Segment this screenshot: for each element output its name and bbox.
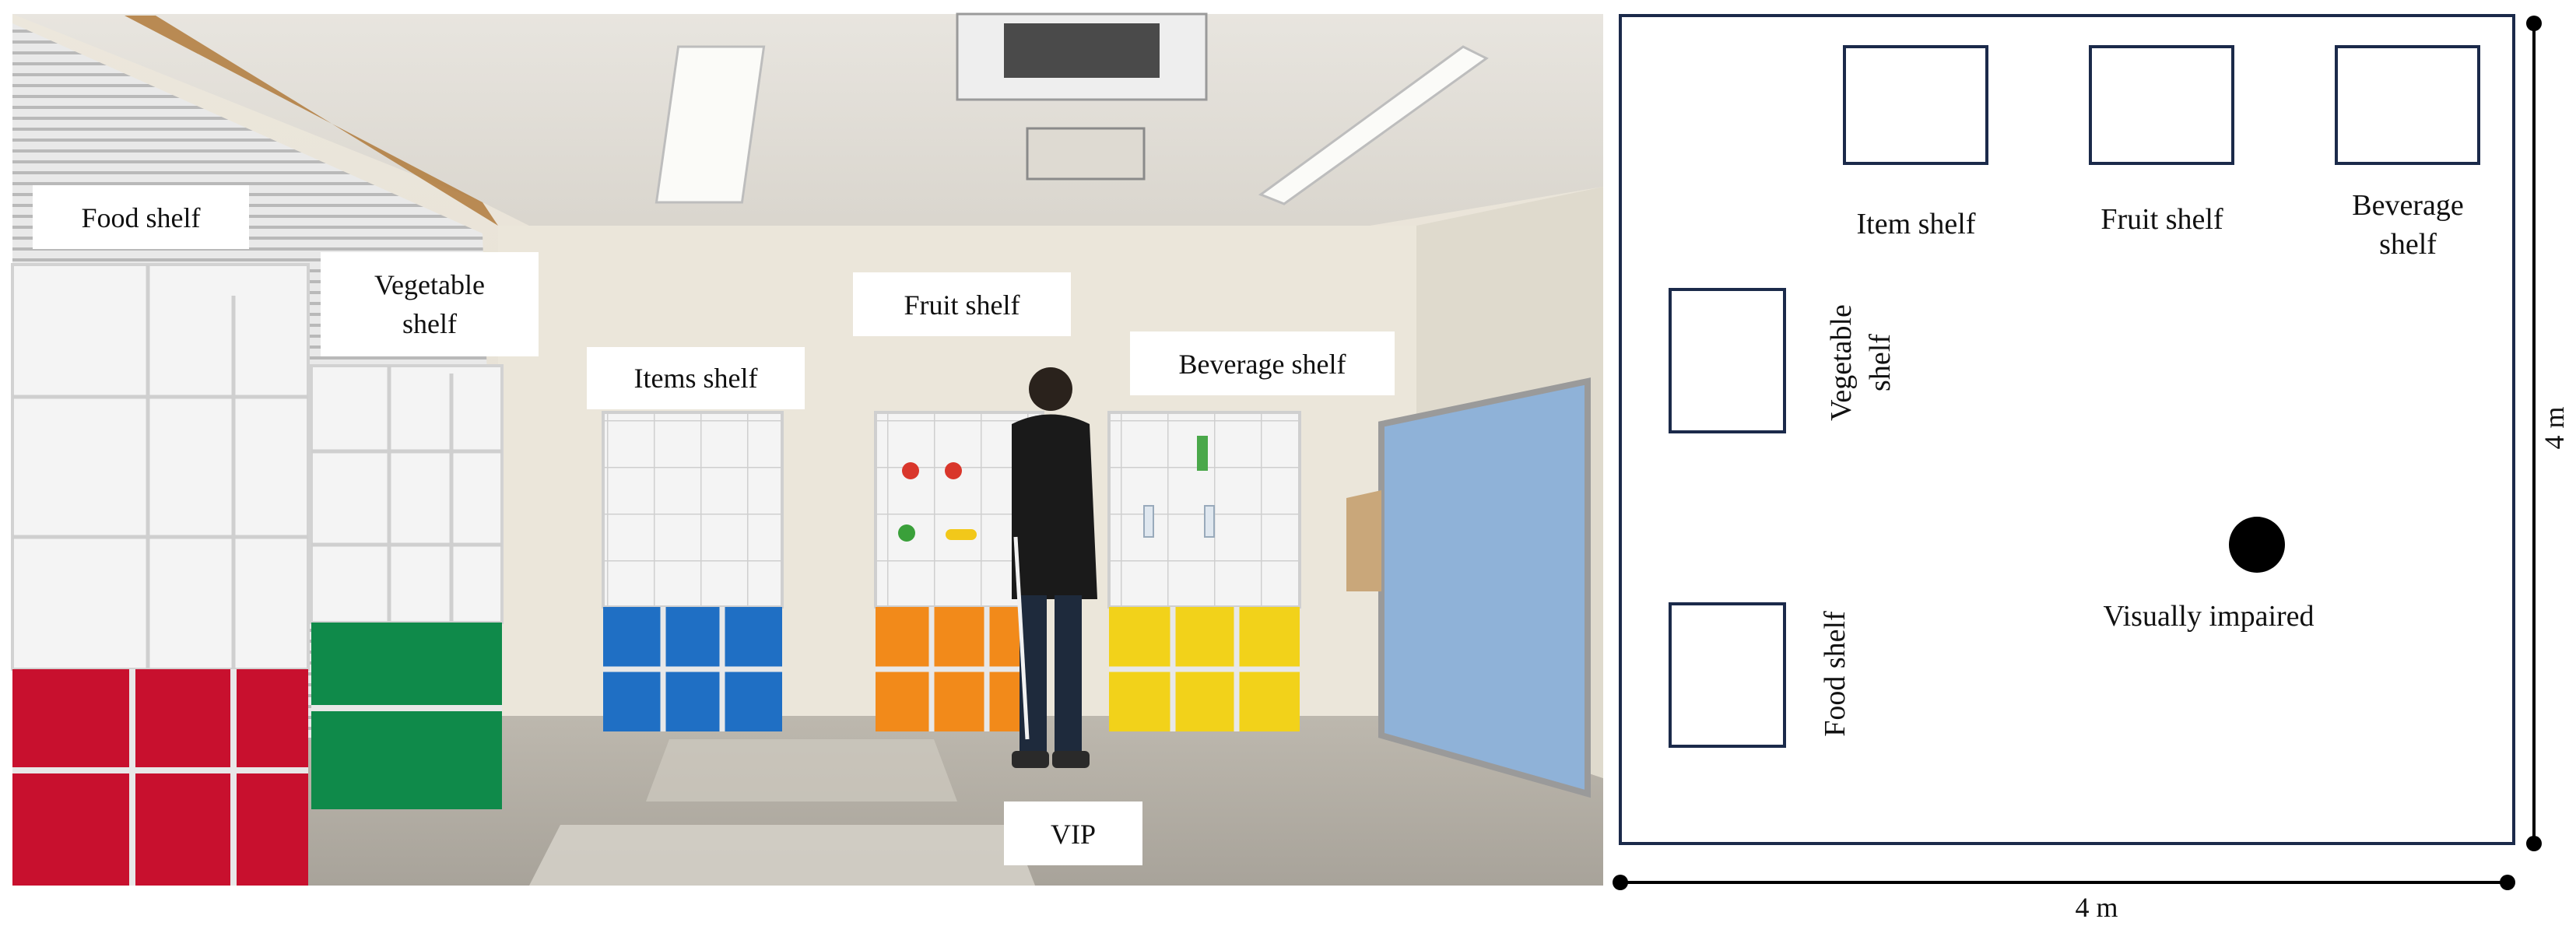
partition-board — [1346, 377, 1591, 798]
ceiling-hatch — [1026, 127, 1146, 181]
map-dimension-width-label: 4 m — [2075, 892, 2118, 923]
photo-label-fruit-shelf: Fruit shelf — [853, 272, 1071, 336]
map-dimension-height-label: 4 m — [2539, 406, 2570, 449]
map-label-fruit-shelf: Fruit shelf — [2100, 203, 2223, 236]
photo-label-items-shelf: Items shelf — [587, 347, 805, 409]
photo-label-beverage-shelf-text: Beverage shelf — [1179, 349, 1346, 380]
photo-label-beverage-shelf: Beverage shelf — [1130, 331, 1395, 395]
map-label-vegetable-shelf-line1: Vegetable — [1825, 304, 1858, 421]
vegetable-shelf-green-cubes — [311, 623, 502, 809]
map-label-vegetable-shelf-line2: shelf — [1864, 334, 1897, 391]
floor-light-patch — [529, 825, 1035, 886]
photo-label-items-shelf-text: Items shelf — [634, 363, 758, 394]
map-label-visually-impaired: Visually impaired — [2103, 600, 2314, 633]
photo-label-food-shelf: Food shelf — [33, 185, 249, 249]
map-label-food-shelf: Food shelf — [1819, 611, 1851, 737]
map-vegetable-shelf — [1669, 288, 1786, 433]
map-fruit-shelf — [2089, 45, 2234, 165]
map-dimension-width: 4 m — [1613, 875, 2515, 923]
photo-label-fruit-shelf-text: Fruit shelf — [904, 289, 1020, 321]
map-dimension-height: 4 m — [2526, 16, 2570, 851]
vegetable-shelf-photo — [310, 364, 504, 809]
food-shelf-photo — [11, 263, 310, 886]
photo-label-vegetable-shelf-line2: shelf — [402, 308, 457, 339]
map-label-beverage-shelf-line1: Beverage — [2352, 189, 2463, 222]
floor-light-patch — [646, 739, 957, 801]
photo-panel: Food shelf Vegetable shelf Items shelf F… — [11, 12, 1603, 886]
photo-label-vegetable-shelf-line1: Vegetable — [374, 269, 485, 300]
vip-person — [1012, 367, 1097, 768]
ceiling-light — [655, 45, 766, 204]
ceiling-light — [1258, 45, 1489, 205]
items-shelf-photo — [602, 411, 784, 731]
map-food-shelf — [1669, 602, 1786, 748]
map-person-marker — [2229, 517, 2285, 573]
map-item-shelf — [1843, 45, 1988, 165]
floor-map: Item shelf Fruit shelf Beverage shelf Ve… — [1613, 14, 2570, 923]
map-label-item-shelf: Item shelf — [1856, 208, 1975, 240]
food-shelf-red-cubes — [12, 669, 308, 886]
photo-label-vegetable-shelf: Vegetable shelf — [321, 252, 539, 356]
photo-label-food-shelf-text: Food shelf — [82, 202, 201, 233]
air-conditioner-vent — [1004, 23, 1160, 78]
beverage-shelf-photo — [1107, 411, 1301, 731]
photo-label-vip-text: VIP — [1051, 819, 1096, 850]
map-frame — [1619, 14, 2515, 845]
photo-label-vip: VIP — [1004, 801, 1142, 865]
map-label-beverage-shelf-line2: shelf — [2379, 228, 2437, 261]
map-beverage-shelf — [2335, 45, 2480, 165]
